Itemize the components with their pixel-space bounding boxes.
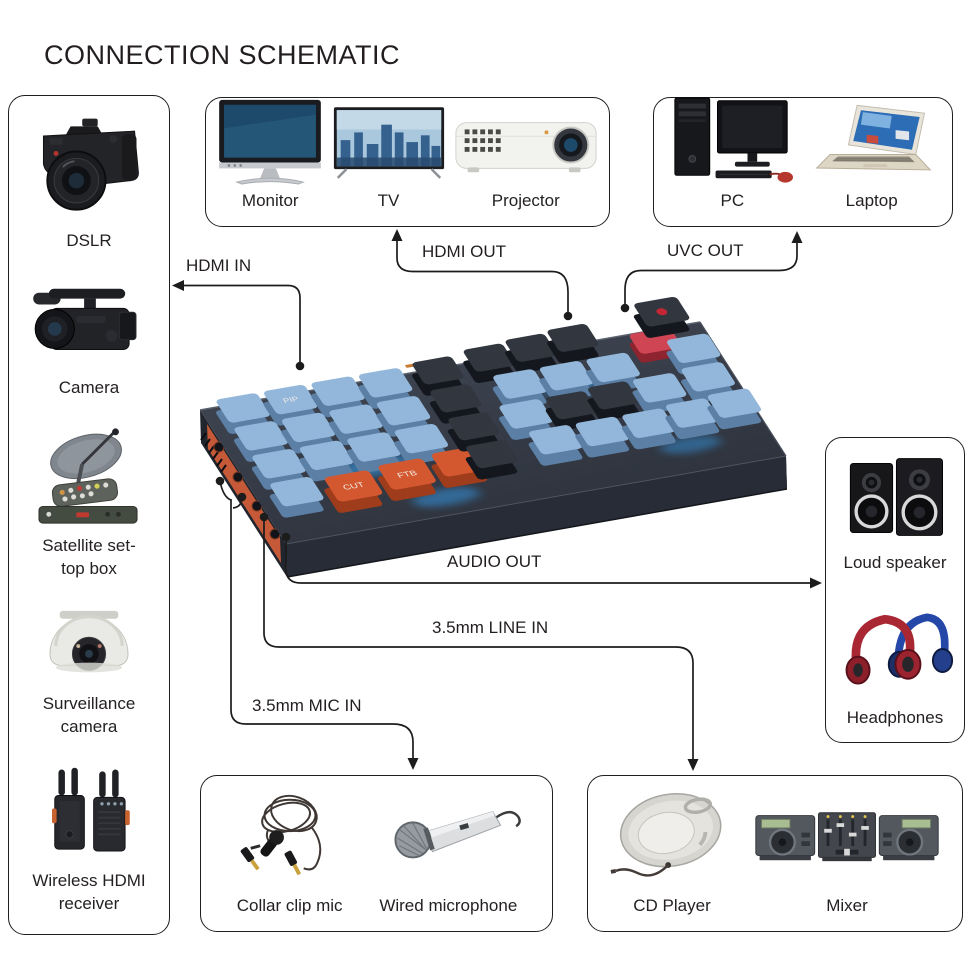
uvc-out-label: UVC OUT — [667, 241, 744, 260]
audio-out-label: AUDIO OUT — [447, 552, 542, 571]
monitor-image — [219, 99, 322, 185]
pc-image — [674, 97, 794, 183]
key-pip-label: PIP — [281, 395, 301, 405]
collar-clip-mic-item: Collar clip mic — [231, 782, 349, 925]
projector-item: Projector — [452, 104, 600, 220]
headphones-image — [845, 613, 954, 685]
tv-image — [333, 107, 444, 179]
dslr-image — [42, 118, 139, 211]
laptop-image — [815, 104, 932, 171]
pc-label: PC — [720, 191, 745, 211]
dslr-item: DSLR — [26, 112, 152, 253]
satellite-settop-label: Satellite set-top box — [42, 536, 136, 579]
wired-microphone-image — [394, 810, 522, 859]
camera-item: Camera — [25, 279, 153, 400]
surveillance-item: Surveillance camera — [30, 607, 148, 739]
collar-clip-mic-label: Collar clip mic — [236, 896, 343, 916]
line-sources-box: CD Player — [587, 775, 963, 932]
laptop-label: Laptop — [845, 191, 898, 211]
satellite-settop-image — [38, 428, 138, 524]
dslr-label: DSLR — [66, 231, 112, 250]
jack-panel — [207, 424, 281, 563]
monitor-item: Monitor — [215, 99, 325, 220]
displays-box: Monitor TV — [205, 97, 610, 227]
loud-speaker-label: Loud speaker — [843, 553, 947, 572]
camera-image — [33, 288, 137, 350]
loud-speaker-item: Loud speaker — [835, 450, 955, 575]
wireless-hdmi-image — [51, 767, 130, 852]
wired-microphone-item: Wired microphone — [374, 782, 522, 925]
mic-in-label: 3.5mm MIC IN — [252, 696, 362, 715]
collar-clip-mic-image — [240, 794, 321, 876]
headphones-label: Headphones — [846, 708, 944, 728]
hdmi-out-label: HDMI OUT — [422, 242, 507, 261]
satellite-item: Satellite set-top box — [25, 425, 153, 581]
key-cut-label: CUT — [341, 480, 367, 491]
key-ftb-label: FTB — [395, 469, 419, 480]
wireless-hdmi-label: Wireless HDMI receiver — [32, 871, 146, 914]
microphones-box: Collar clip mic Wired microphone — [200, 775, 553, 932]
hdmi-in-label: HDMI IN — [186, 256, 252, 275]
surveillance-camera-label: Surveillance camera — [42, 693, 136, 736]
headphones-item: Headphones — [835, 597, 955, 730]
page-title: CONNECTION SCHEMATIC — [44, 40, 401, 70]
camera-label: Camera — [58, 377, 120, 397]
sources-box: DSLR Camera — [8, 95, 170, 935]
computers-box: PC Laptop — [653, 97, 953, 227]
video-switcher-device: PIP CUT FTB — [199, 296, 788, 578]
audio-jacks — [213, 441, 281, 540]
cd-player-item: CD Player — [608, 782, 736, 925]
laptop-item: Laptop — [807, 104, 937, 220]
projector-image — [455, 121, 597, 172]
audio-out-connector — [281, 532, 822, 589]
audio-outputs-box: Loud speaker Headphones — [825, 437, 965, 743]
loud-speaker-image — [849, 458, 943, 536]
monitor-label: Monitor — [241, 191, 299, 211]
cd-player-label: CD Player — [633, 896, 711, 916]
mic-in-connector — [215, 476, 419, 770]
key-pad: PIP CUT FTB — [216, 296, 762, 518]
wireless-hdmi-item: Wireless HDMI receiver — [28, 764, 150, 916]
pc-item: PC — [669, 97, 795, 220]
projector-label: Projector — [491, 191, 560, 211]
surveillance-camera-image — [49, 610, 129, 672]
mixer-image — [755, 812, 939, 862]
mixer-item: Mixer — [752, 782, 942, 925]
wired-microphone-label: Wired microphone — [379, 896, 518, 916]
line-in-label: 3.5mm LINE IN — [432, 618, 549, 637]
mixer-label: Mixer — [826, 896, 868, 916]
tv-item: TV — [331, 104, 447, 220]
cd-player-image — [610, 793, 722, 877]
hdmi-in-connector — [172, 280, 305, 371]
tv-label: TV — [377, 191, 400, 211]
